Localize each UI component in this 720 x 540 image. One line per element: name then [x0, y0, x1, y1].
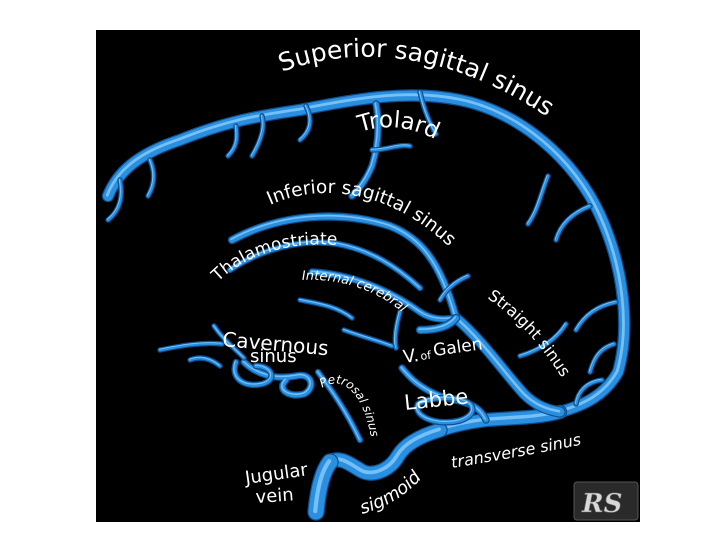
- internal-cerebral-vein: [308, 268, 460, 323]
- cortical-vein-1: [145, 157, 157, 199]
- trolard-branch: [369, 142, 413, 153]
- sigmoid-sinus: [322, 422, 448, 481]
- superior-sagittal-sinus: [101, 89, 631, 419]
- cortical-vein-11: [573, 377, 605, 407]
- petrosal-sinus: [314, 368, 364, 444]
- cortical-vein-8: [553, 203, 593, 243]
- cortical-vein-3: [225, 123, 240, 159]
- deep-vein-5: [187, 355, 223, 369]
- cortical-vein-5: [297, 103, 313, 143]
- cavernous-tributary-2: [157, 340, 225, 353]
- venous-network: [101, 89, 631, 521]
- signature-badge: RS: [573, 481, 639, 521]
- label-jugular-vein: vein: [255, 484, 295, 508]
- cavernous-tributary: [211, 323, 247, 361]
- label-cavernous-sinus: sinus: [250, 346, 297, 367]
- cortical-vein-2: [105, 177, 124, 223]
- deep-vein-3: [297, 297, 355, 321]
- cavernous-loop: [231, 358, 275, 389]
- cortical-vein-7: [525, 173, 551, 227]
- jugular-vein: [307, 453, 339, 521]
- diagram-background: [96, 30, 640, 522]
- cavernous-sinus: [240, 358, 315, 399]
- trolard-vein: [348, 100, 382, 200]
- cortical-vein-6: [417, 89, 439, 137]
- signature-text: RS: [581, 489, 622, 519]
- cortical-vein-9: [573, 299, 619, 333]
- thalamostriate-vein: [226, 239, 424, 292]
- deep-vein-1: [437, 273, 471, 303]
- straight-sinus: [450, 312, 566, 418]
- cortical-vein-4: [249, 113, 266, 159]
- deep-vein-2: [392, 309, 403, 351]
- cortical-vein-10: [587, 341, 617, 375]
- deep-vein-4: [341, 327, 395, 349]
- label-vein-of-galen-of: of: [420, 348, 433, 363]
- occipital-vein: [517, 321, 569, 359]
- label-vein-of-galen-v: V.: [402, 345, 420, 368]
- vein-of-galen: [415, 313, 461, 335]
- inferior-sagittal-sinus: [227, 212, 461, 323]
- labbe-loop: [413, 394, 476, 426]
